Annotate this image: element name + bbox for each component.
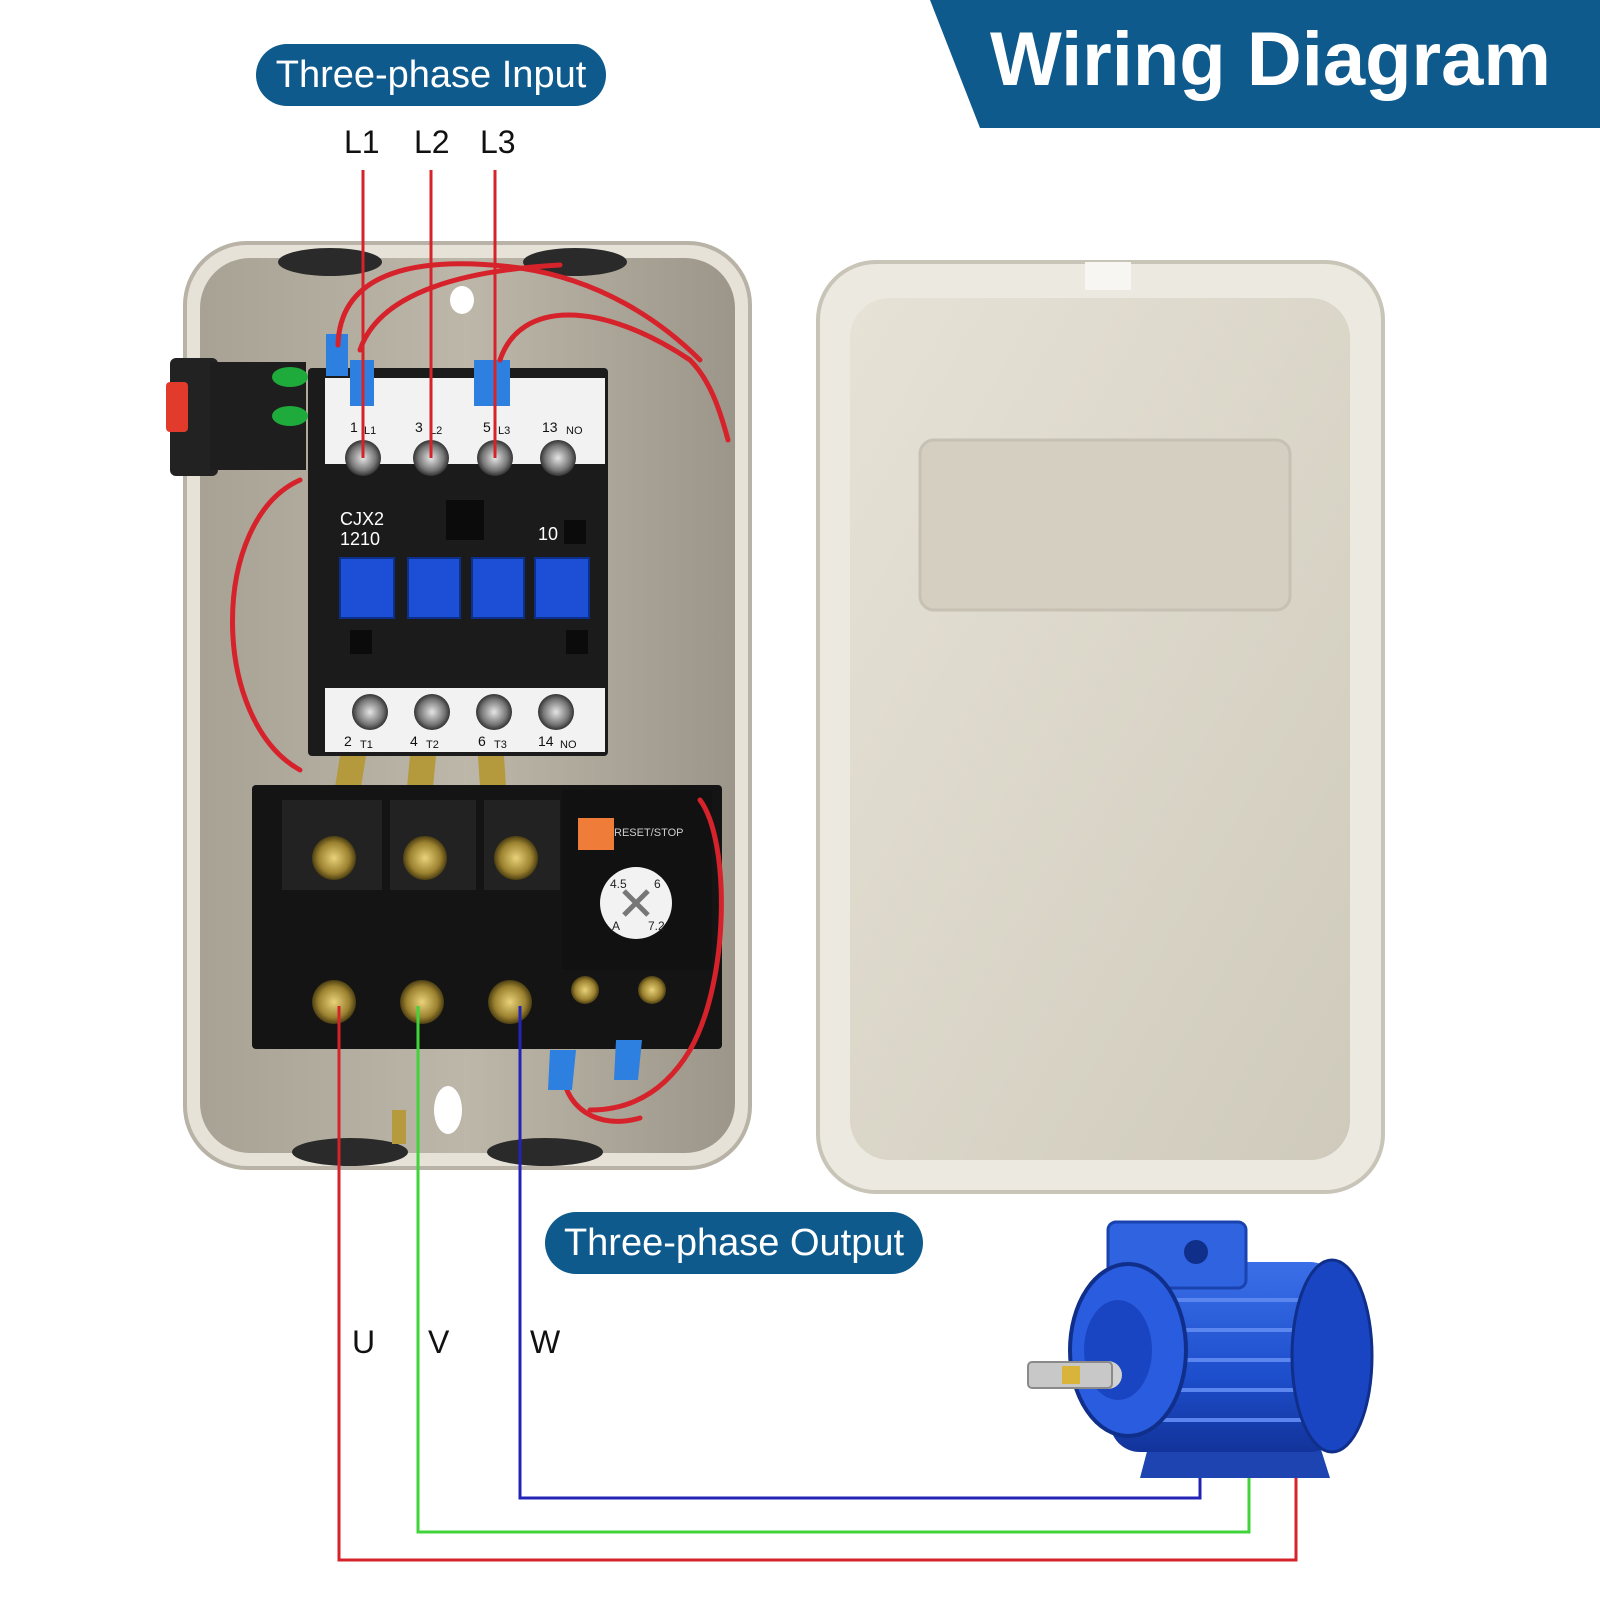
dial-mark-4-5: 4.5: [610, 877, 627, 891]
terminal-block: [210, 362, 308, 470]
blue-ferrules: [548, 1040, 642, 1090]
contactor-model: CJX2: [340, 509, 384, 529]
overload-relay-labels: RESET/STOP 4.5 6 7.2 A: [610, 827, 683, 933]
dial-mark-7-2: 7.2: [648, 919, 665, 933]
contactor-labels: CJX2 1210 10 1 L1 3 L2 5 L3 13 NO 2 T1 4…: [340, 419, 583, 751]
top-terminal-1-tag: L1: [364, 425, 376, 437]
bottom-terminal-14: 14: [538, 733, 554, 749]
input-label: Three-phase Input: [256, 44, 606, 106]
side-switch: [166, 358, 218, 476]
top-terminal-3-tag: L2: [430, 425, 442, 437]
output-wires: [337, 1006, 1298, 1562]
top-terminal-13-tag: NO: [566, 425, 583, 437]
contactor-number: 1210: [340, 529, 380, 549]
contactor-aux: 10: [538, 524, 558, 544]
dial-mark-a: A: [612, 919, 620, 933]
overload-relay: [252, 756, 722, 1049]
wire-v: [416, 1006, 1251, 1534]
enclosure-lid: [816, 260, 1385, 1194]
bottom-terminal-4-tag: T2: [426, 739, 439, 751]
top-terminal-5-tag: L3: [498, 425, 510, 437]
bottom-terminal-4: 4: [410, 733, 418, 749]
wire-u: [337, 1006, 1298, 1562]
top-terminal-1: 1: [350, 419, 358, 435]
output-label: Three-phase Output: [545, 1212, 923, 1274]
phase-l1-label: L1: [344, 124, 380, 160]
phase-u-label: U: [352, 1324, 376, 1360]
bottom-terminal-14-tag: NO: [560, 739, 577, 751]
title-banner: [930, 0, 1600, 128]
phase-l2-label: L2: [414, 124, 450, 160]
bottom-terminal-6: 6: [478, 733, 486, 749]
motor: [1027, 1220, 1374, 1478]
bottom-terminal-2-tag: T1: [360, 739, 373, 751]
top-terminal-3: 3: [415, 419, 423, 435]
phase-w-label: W: [530, 1324, 561, 1360]
bottom-terminal-2: 2: [344, 733, 352, 749]
dial-mark-6: 6: [654, 877, 661, 891]
wire-w: [518, 1006, 1202, 1500]
input-wires: [361, 170, 497, 458]
control-wires: [230, 261, 731, 1124]
phase-v-label: V: [428, 1324, 450, 1360]
page-title: Wiring Diagram: [990, 17, 1551, 102]
top-terminal-13: 13: [542, 419, 558, 435]
contactor: [308, 334, 608, 756]
reset-stop-label: RESET/STOP: [614, 827, 683, 839]
bottom-terminal-6-tag: T3: [494, 739, 507, 751]
top-terminal-5: 5: [483, 419, 491, 435]
phase-l3-label: L3: [480, 124, 516, 160]
